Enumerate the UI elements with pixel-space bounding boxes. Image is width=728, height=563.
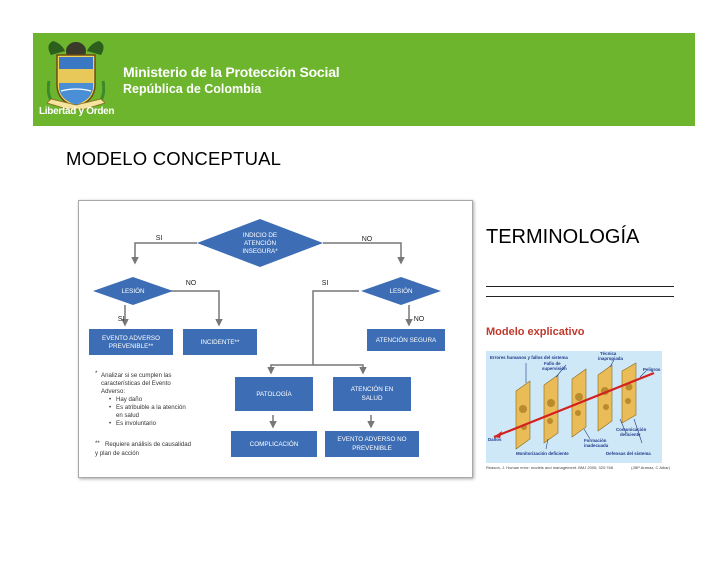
right-lesion-label: LESIÓN [389, 286, 413, 295]
no-left-label: NO [186, 280, 197, 287]
atencion-salud-node [333, 377, 411, 411]
evento-no-prevenible-label-2: PREVENIBLE [352, 445, 392, 452]
swiss-cheese-model-diagram: Errores humanos y fallos del sistema Fal… [486, 351, 662, 463]
header-banner: Libertad y Orden Ministerio de la Protec… [33, 33, 695, 126]
evento-prevenible-label-2: PREVENIBLE** [109, 343, 154, 350]
model-citation: Reason, J. Human error: models and manag… [486, 465, 613, 470]
note2-line-2: y plan de acción [95, 450, 139, 457]
note2-asterisks: ** [95, 440, 100, 447]
note1-line-3: Adverso: [101, 388, 125, 395]
model-label-errores: Errores humanos y fallos del sistema [490, 355, 568, 360]
start-label-3: INSEGURA* [242, 248, 278, 255]
model-authors: (JBP Aranaz, C Aibar) [631, 465, 670, 470]
model-label-tecnica-2: inapropiada [598, 356, 623, 361]
model-label-defensas: Defensas del sistema [606, 451, 651, 456]
terminology-heading: TERMINOLOGÍA [486, 226, 639, 249]
atencion-segura-label: ATENCIÓN SEGURA [376, 335, 437, 344]
start-label-1: INDICIO DE [243, 232, 277, 239]
note1-line-1: Analizar si se cumplen las [101, 372, 171, 379]
evento-prevenible-node [89, 329, 173, 355]
evento-prevenible-label-1: EVENTO ADVERSO [102, 335, 160, 342]
model-label-peligros: Peligros [643, 367, 661, 372]
model-label-comunicacion-2: deficiente [620, 432, 641, 437]
note1-bullet-2b-text: en salud [116, 412, 139, 419]
model-label-formacion-2: inadecuada [584, 443, 609, 448]
note1-line-2: características del Evento [101, 380, 171, 387]
no-top-label: NO [362, 236, 373, 243]
note1-bullet-3: • [109, 420, 111, 427]
note1-bullet-2: • [109, 404, 111, 411]
colombia-coat-of-arms-icon [47, 41, 105, 111]
si-top-label: SI [156, 235, 163, 242]
note2-line-1: Requiere análisis de causalidad [105, 441, 191, 448]
note1-bullet-3-text: Es involuntario [116, 420, 157, 427]
explanatory-model-figure: Modelo explicativo [482, 323, 674, 476]
slide-title: MODELO CONCEPTUAL [66, 148, 281, 170]
ministry-name: Ministerio de la Protección Social [123, 64, 339, 80]
evento-no-prevenible-label-1: EVENTO ADVERSO NO [337, 436, 406, 443]
incidente-label: INCIDENTE** [201, 339, 240, 346]
complicacion-label: COMPLICACIÓN [250, 439, 299, 448]
no-right-label: NO [414, 316, 425, 323]
republic-name: República de Colombia [123, 82, 261, 96]
note1-bullet-1: • [109, 396, 111, 403]
model-label-danos: Daños [488, 437, 502, 442]
note1-asterisk: * [95, 370, 98, 377]
left-lesion-label: LESIÓN [121, 286, 145, 295]
si-mid-label: SI [322, 280, 329, 287]
model-title: Modelo explicativo [486, 326, 584, 338]
atencion-salud-label-1: ATENCIÓN EN [351, 384, 394, 393]
start-label-2: ATENCIÓN [244, 238, 277, 247]
atencion-salud-label-2: SALUD [362, 395, 383, 402]
note1-bullet-2-text: Es atribuible a la atención [116, 404, 186, 411]
conceptual-model-flowchart: INDICIO DE ATENCIÓN INSEGURA* LESIÓN LES… [78, 200, 473, 478]
patologia-label: PATOLOGÍA [256, 389, 292, 398]
divider-line-2 [486, 296, 674, 297]
model-label-fallo-2: supervisión [542, 366, 567, 371]
divider-line-1 [486, 286, 674, 287]
evento-no-prevenible-node [325, 431, 419, 457]
note1-bullet-1-text: Hay daño [116, 396, 143, 403]
motto-text: Libertad y Orden [39, 106, 114, 117]
model-label-monitorizacion: Monitorización deficiente [516, 451, 569, 456]
si-left-label: SI [118, 316, 125, 323]
